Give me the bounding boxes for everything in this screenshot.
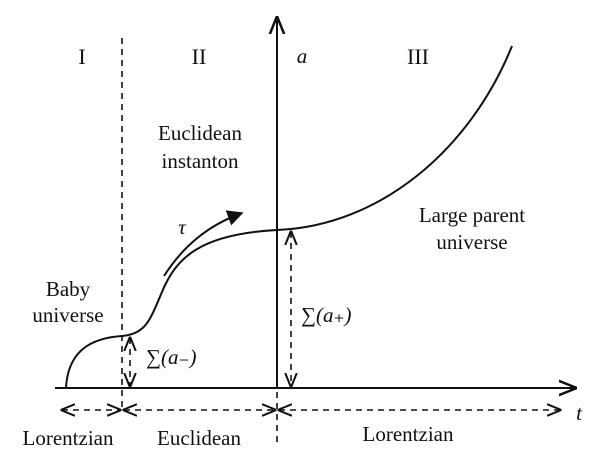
large-parent-universe-label-line2: universe <box>436 230 507 254</box>
x-axis-label: t <box>576 401 583 425</box>
y-axis-label: a <box>297 44 308 68</box>
sum-a-minus-label: ∑(a₋) <box>146 345 197 369</box>
tau-arrow <box>163 210 244 277</box>
region-1-label: I <box>78 44 85 69</box>
sum-a-plus-label: ∑(a₊) <box>301 303 352 327</box>
large-parent-universe-label-line1: Large parent <box>419 203 525 227</box>
baby-universe-label-line2: universe <box>32 303 103 327</box>
euclidean-instanton-label-line1: Euclidean <box>158 121 242 145</box>
region-2-label: II <box>192 44 207 69</box>
euclidean-instanton-label-line2: instanton <box>162 149 239 173</box>
tau-label: τ <box>178 215 187 239</box>
lorentzian-left-label: Lorentzian <box>23 426 114 450</box>
region-3-label: III <box>407 44 429 69</box>
euclidean-label: Euclidean <box>157 426 241 450</box>
baby-universe-label-line1: Baby <box>46 277 91 301</box>
scale-factor-curve <box>65 45 513 389</box>
lorentzian-right-label: Lorentzian <box>363 422 454 446</box>
